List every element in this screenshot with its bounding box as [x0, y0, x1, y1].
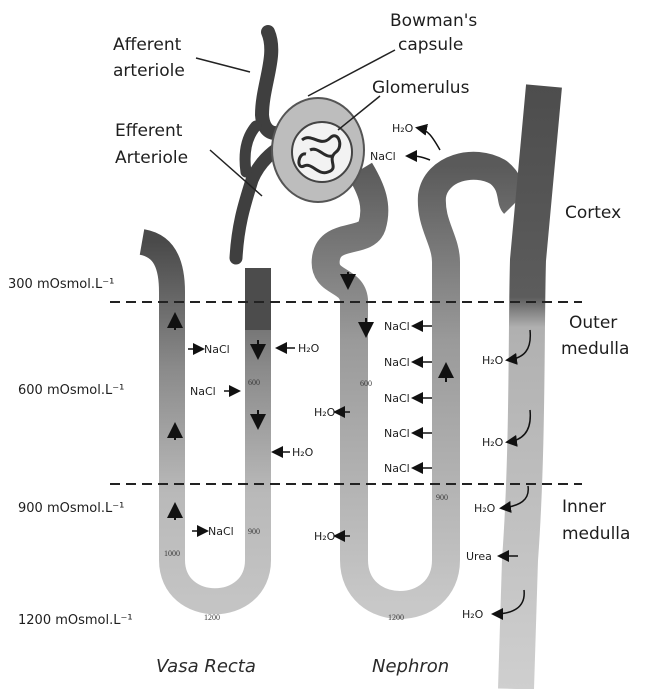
afferent-arteriole-label-line1: Afferent: [113, 35, 182, 55]
vasa-nacl-label-3: NaCl: [208, 525, 234, 538]
nephron-nacl-label-5: NaCl: [384, 462, 410, 475]
nephron-value-900: 900: [436, 493, 448, 502]
concentration-900: 900 mOsmol.L⁻¹: [18, 501, 124, 516]
bowmans-capsule-label-line2: capsule: [398, 35, 463, 55]
vasa-nacl-label-2: NaCl: [190, 385, 216, 398]
vasa-h2o-label-2: H₂O: [292, 446, 314, 459]
vasa-recta-vessel: [142, 242, 258, 601]
nephron-nacl-label-3: NaCl: [384, 392, 410, 405]
inner-medulla-label-line1: Inner: [562, 497, 606, 517]
collecting-duct: [516, 86, 544, 689]
cortex-label: Cortex: [565, 203, 621, 223]
vasa-value-1200: 1200: [204, 613, 220, 622]
glomerulus-label: Glomerulus: [372, 78, 470, 98]
collecting-h2o-label-2: H₂O: [482, 436, 504, 449]
nephron-value-600: 600: [360, 379, 372, 388]
bowmans-capsule-label-line1: Bowman's: [390, 11, 477, 31]
afferent-arteriole-label-line2: arteriole: [113, 61, 185, 81]
collecting-h2o-label-3: H₂O: [474, 502, 496, 515]
efferent-arteriole-label-line1: Efferent: [115, 121, 183, 141]
outer-medulla-label-line1: Outer: [569, 313, 617, 333]
vasa-value-900: 900: [248, 527, 260, 536]
outer-medulla-label-line2: medulla: [561, 339, 629, 359]
concentration-300: 300 mOsmol.L⁻¹: [8, 277, 114, 292]
descending-h2o-label-1: H₂O: [314, 406, 336, 419]
nephron-value-1200: 1200: [388, 613, 404, 622]
inner-medulla-label-line2: medulla: [562, 524, 630, 544]
top-nacl-label: NaCl: [370, 150, 396, 163]
vasa-value-1000: 1000: [164, 549, 180, 558]
top-h2o-label: H₂O: [392, 122, 414, 135]
collecting-h2o-label-4: H₂O: [462, 608, 484, 621]
vasa-h2o-label-1: H₂O: [298, 342, 320, 355]
vasa-nacl-label-1: NaCl: [204, 343, 230, 356]
nephron-nacl-label-4: NaCl: [384, 427, 410, 440]
collecting-h2o-label-1: H₂O: [482, 354, 504, 367]
vasa-value-600: 600: [248, 378, 260, 387]
nephron-nacl-label-1: NaCl: [384, 320, 410, 333]
concentration-1200: 1200 mOsmol.L⁻¹: [18, 613, 133, 628]
descending-h2o-label-2: H₂O: [314, 530, 336, 543]
efferent-arteriole-label-line2: Arteriole: [115, 148, 188, 168]
concentration-600: 600 mOsmol.L⁻¹: [18, 383, 124, 398]
nephron-nacl-label-2: NaCl: [384, 356, 410, 369]
vasa-recta-caption: Vasa Recta: [156, 656, 256, 677]
nephron-tubule: [326, 166, 514, 605]
urea-label: Urea: [466, 550, 492, 563]
nephron-caption: Nephron: [372, 656, 449, 677]
